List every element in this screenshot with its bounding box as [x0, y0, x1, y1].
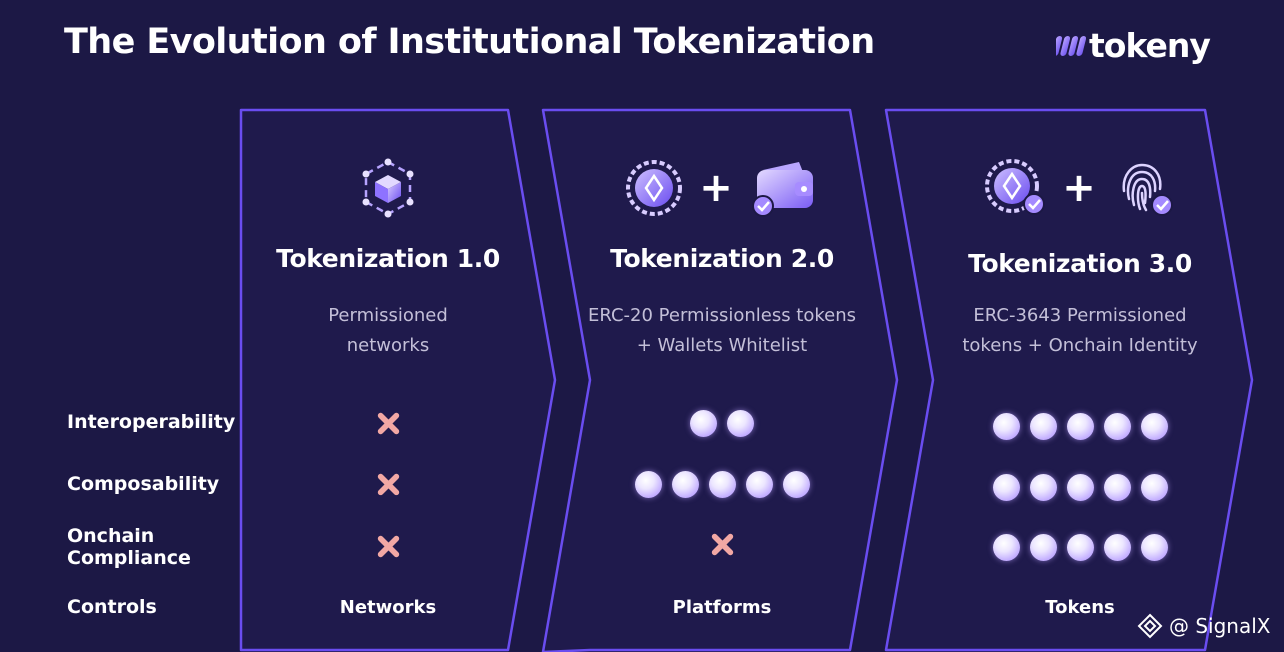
column-tokenization-3: + Tokenization 3.0 ERC-3643 Permissioned… [935, 0, 1225, 652]
column-subtitle-line2: tokens + Onchain Identity [962, 335, 1198, 356]
controls-value: Tokens [1045, 597, 1115, 618]
row-label-onchain-compliance-line1: Onchain [67, 525, 155, 547]
signalx-logo-icon [1137, 613, 1163, 639]
column-subtitle-line1: Permissioned [328, 305, 448, 326]
column-title: Tokenization 3.0 [968, 249, 1192, 278]
column-subtitle-line1: ERC-20 Permissionless tokens [587, 305, 857, 326]
rating-dot [1103, 534, 1131, 561]
column-subtitle-line2: + Wallets Whitelist [636, 335, 808, 356]
cross-icon [711, 533, 733, 556]
plus-sign: + [699, 164, 733, 211]
watermark: @ SignalX [1137, 613, 1271, 639]
rating-dot [708, 471, 736, 498]
brand-logo[interactable]: tokeny [1056, 26, 1211, 65]
rating-dot [1103, 413, 1131, 440]
column-title: Tokenization 1.0 [276, 244, 500, 273]
watermark-text: @ SignalX [1169, 614, 1271, 638]
cross-icon [377, 535, 399, 558]
chevron-tokenization-2 [541, 108, 899, 652]
composability-rating [577, 471, 867, 498]
controls-value: Networks [339, 597, 437, 618]
rating-dot [1140, 474, 1168, 501]
onchain-compliance-rating [935, 534, 1225, 561]
composability-rating [935, 474, 1225, 501]
column-subtitle: ERC-20 Permissionless tokens + Wallets W… [577, 301, 867, 361]
token-coin-check-icon [985, 158, 1046, 215]
rating-dot [1066, 474, 1094, 501]
column-title: Tokenization 2.0 [610, 244, 834, 273]
column-subtitle-line1: ERC-3643 Permissioned [973, 305, 1187, 326]
rating-dot [690, 410, 717, 437]
column-subtitle: ERC-3643 Permissioned tokens + Onchain I… [935, 301, 1225, 361]
brand-name: tokeny [1089, 26, 1211, 65]
rating-dot [1066, 534, 1094, 561]
column-icons [243, 150, 533, 225]
rating-dot [782, 471, 810, 498]
row-label-composability: Composability [67, 473, 220, 495]
rating-dot [1140, 534, 1168, 561]
composability-rating [243, 471, 533, 498]
column-subtitle: Permissioned networks [243, 301, 533, 361]
column-tokenization-1: Tokenization 1.0 Permissioned networks N… [243, 0, 533, 652]
cross-icon [377, 473, 399, 496]
chevron-tokenization-1 [239, 108, 557, 652]
row-label-controls: Controls [67, 596, 157, 618]
chevron-tokenization-3 [884, 108, 1254, 652]
cross-icon [377, 412, 399, 435]
column-tokenization-2: + Tokenization 2.0 ERC-20 Permissionless… [577, 0, 867, 652]
interoperability-rating [935, 413, 1225, 440]
fingerprint-check-icon [1122, 163, 1173, 216]
rating-dot [1103, 474, 1131, 501]
rating-dot [671, 471, 699, 498]
rating-dot [727, 410, 754, 437]
rating-dot [745, 471, 773, 498]
row-label-interoperability: Interoperability [67, 411, 236, 433]
row-label-onchain-compliance: Onchain Compliance [67, 525, 191, 569]
wallet-check-icon [751, 161, 813, 217]
rating-dot [1029, 474, 1057, 501]
rating-dot [1029, 534, 1057, 561]
column-subtitle-line2: networks [346, 335, 430, 356]
interoperability-rating [577, 410, 867, 437]
rating-dot [634, 471, 662, 498]
interoperability-rating [243, 410, 533, 437]
tokeny-logo-icon [1056, 35, 1086, 56]
column-icons: + [935, 150, 1225, 225]
onchain-compliance-rating [577, 531, 867, 558]
column-icons: + [577, 150, 867, 225]
rating-dot [1029, 413, 1057, 440]
row-label-onchain-compliance-line2: Compliance [67, 547, 191, 569]
rating-dot [992, 534, 1020, 561]
token-coin-icon [626, 159, 683, 216]
plus-sign: + [1062, 164, 1096, 211]
rating-dot [1066, 413, 1094, 440]
rating-dot [992, 474, 1020, 501]
onchain-compliance-rating [243, 533, 533, 560]
page-title: The Evolution of Institutional Tokenizat… [64, 22, 875, 62]
network-cube-icon [362, 158, 414, 217]
controls-value: Platforms [672, 597, 772, 618]
rating-dot [992, 413, 1020, 440]
rating-dot [1140, 413, 1168, 440]
